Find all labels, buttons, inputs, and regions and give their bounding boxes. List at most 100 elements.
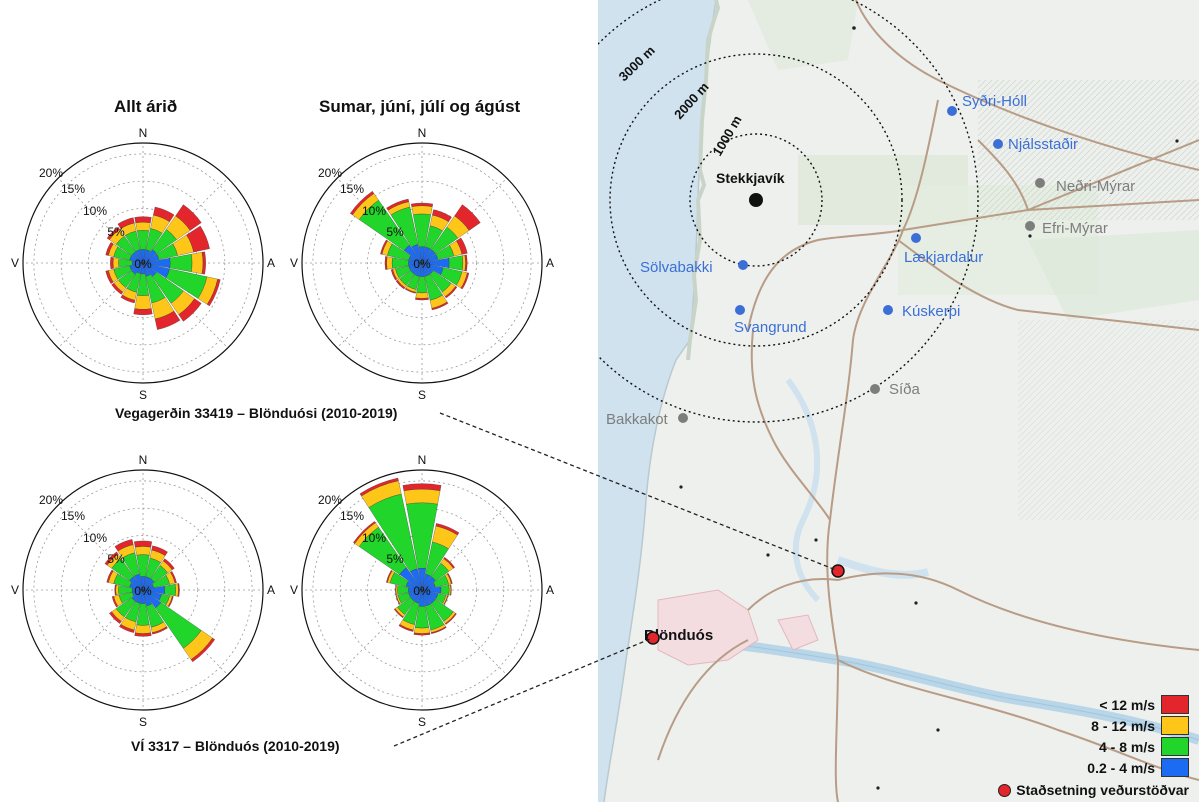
rose-ring-label: 15% bbox=[340, 509, 364, 523]
rose-sector-bar bbox=[393, 608, 404, 619]
rose-sector-bar bbox=[134, 295, 152, 310]
farmland-3 bbox=[748, 0, 858, 70]
rose-ring-label: 20% bbox=[318, 166, 342, 180]
legend-row-3: 0.2 - 4 m/s bbox=[998, 757, 1189, 778]
place-bakkakot: Bakkakot bbox=[606, 411, 669, 428]
rose-sector-bar bbox=[178, 298, 202, 322]
rose-direction-label: V bbox=[290, 256, 298, 270]
rose-sector-bar bbox=[386, 256, 393, 270]
wind-rose-panel: Allt árið Sumar, júní, júlí og ágúst 0% 5… bbox=[11, 97, 554, 754]
legend-swatch-red bbox=[1161, 695, 1189, 714]
rose-sector-bar bbox=[201, 251, 206, 275]
rose-sector-bar bbox=[464, 254, 468, 272]
rose-direction-label: V bbox=[11, 256, 19, 270]
rose-sector-bar bbox=[111, 282, 124, 295]
rose-sector-bar bbox=[170, 571, 177, 584]
rose-sector-bar bbox=[411, 205, 433, 215]
legend-row-2: 4 - 8 m/s bbox=[998, 736, 1189, 757]
rose-ring-label: 15% bbox=[340, 182, 364, 196]
rose-sector-bar bbox=[120, 294, 136, 304]
ring-3000m bbox=[598, 0, 979, 423]
rose-sector-bar bbox=[134, 540, 152, 548]
town-label-blonduos: Blönduós bbox=[644, 627, 713, 644]
rose-sector-bar bbox=[119, 624, 135, 633]
town-area bbox=[657, 589, 819, 666]
rose-sector-bar bbox=[359, 477, 399, 497]
place-laekjardalur: Lækjardalur bbox=[904, 249, 983, 266]
rose-sector-bar bbox=[134, 624, 152, 634]
rose-sector-bar bbox=[446, 572, 453, 584]
rose-direction-label: A bbox=[546, 583, 554, 597]
rose-sector-bar bbox=[134, 216, 152, 223]
rose-sector-bar bbox=[353, 521, 376, 544]
rose-sector-bar bbox=[191, 252, 204, 274]
location-map: 1000 m 2000 m 3000 m Stekkjavík Syðri-Hó… bbox=[598, 0, 1199, 802]
rose-sector-bar bbox=[162, 558, 175, 571]
rose-ring-label: 0% bbox=[413, 257, 431, 271]
rose-ring-label: 10% bbox=[83, 531, 107, 545]
rose-sector-bar bbox=[115, 584, 120, 596]
rose-ring-label: 0% bbox=[134, 584, 152, 598]
rose-direction-label: S bbox=[418, 388, 426, 402]
blue-places: Syðri-Hóll Njálsstaðir Lækjardalur Sölva… bbox=[640, 93, 1078, 336]
coastal-strip bbox=[686, 0, 721, 361]
rose-sector-bar bbox=[117, 217, 135, 229]
rose-sector-bar bbox=[431, 301, 449, 311]
place-solvabakki: Sölvabakki bbox=[640, 259, 713, 276]
rose-direction-label: S bbox=[139, 715, 147, 729]
legend-swatch-yellow bbox=[1161, 716, 1189, 735]
rose-sector-bar bbox=[448, 255, 464, 271]
rose-sector-bar bbox=[134, 546, 152, 556]
rose-direction-label: A bbox=[267, 583, 275, 597]
rose-sector-bar bbox=[350, 191, 375, 216]
rose-sector-bar bbox=[450, 584, 452, 596]
rose-sector-bar bbox=[413, 632, 431, 636]
rose-sector-bar bbox=[106, 226, 120, 240]
rose-sector-bar bbox=[456, 237, 468, 255]
rose-ring-label: 5% bbox=[107, 225, 125, 239]
rose-sector-bar bbox=[460, 272, 470, 290]
rose-sector-bar bbox=[110, 256, 114, 270]
station-marker-vegagerdin bbox=[831, 564, 845, 578]
rose-sector-bar bbox=[206, 278, 221, 307]
rose-ring-label: 10% bbox=[83, 204, 107, 218]
rose-direction-label: V bbox=[11, 583, 19, 597]
rose-ring-label: 0% bbox=[413, 584, 431, 598]
place-kuskerpi: Kúskerpi bbox=[902, 303, 960, 320]
station-marker-vi bbox=[646, 631, 660, 645]
rose-sector-bar bbox=[164, 583, 176, 597]
caption-vi: VÍ 3317 – Blönduós (2010-2019) bbox=[131, 738, 340, 754]
sea bbox=[598, 0, 716, 802]
rose-direction-label: A bbox=[546, 256, 554, 270]
rose-sector-bar bbox=[175, 583, 179, 597]
title-year: Allt árið bbox=[114, 97, 178, 116]
rose-sector-bar bbox=[411, 202, 433, 207]
rose-direction-label: N bbox=[418, 453, 427, 467]
rose-sector-bar bbox=[395, 279, 406, 290]
hatched-field-2 bbox=[1018, 320, 1199, 520]
rose-sector-bar bbox=[133, 308, 153, 315]
speed-legend: < 12 m/s 8 - 12 m/s 4 - 8 m/s 0.2 - 4 m/… bbox=[998, 694, 1189, 798]
rose-sector-bar bbox=[454, 204, 481, 231]
rose-sector-bar bbox=[186, 225, 210, 253]
rose-sector-bar bbox=[112, 257, 120, 269]
rose-ring-label: 10% bbox=[362, 531, 386, 545]
rose-sector-bar bbox=[395, 595, 401, 605]
title-summer: Sumar, júní, júlí og ágúst bbox=[319, 97, 521, 116]
rose-direction-label: N bbox=[139, 126, 148, 140]
rose-grid-ring bbox=[33, 480, 253, 700]
rose-grid-ring bbox=[312, 153, 532, 373]
legend-swatch-green bbox=[1161, 737, 1189, 756]
rose-sector-bar bbox=[111, 596, 119, 608]
rose-sector-bar bbox=[398, 624, 414, 632]
place-sydri-holl: Syðri-Hóll bbox=[962, 93, 1027, 110]
rose-direction-label: A bbox=[267, 256, 275, 270]
rose-sector-bar bbox=[415, 292, 429, 299]
rose-ring-label: 5% bbox=[107, 552, 125, 566]
rose-sector-bar bbox=[175, 204, 202, 231]
caption-vegagerdin: Vegagerðin 33419 – Blönduósi (2010-2019) bbox=[115, 405, 398, 421]
rose-sector-bar bbox=[384, 256, 388, 270]
